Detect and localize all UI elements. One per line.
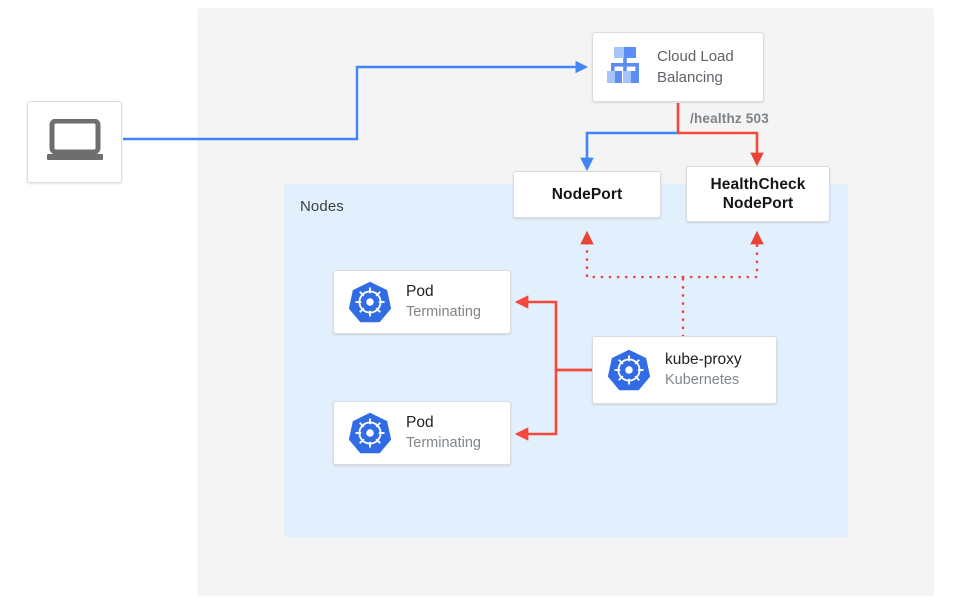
pod-text-2: Pod Terminating: [406, 413, 481, 453]
kubernetes-icon: [607, 348, 651, 392]
pod-node-2[interactable]: Pod Terminating: [333, 401, 511, 465]
kube-proxy-node[interactable]: kube-proxy Kubernetes: [592, 336, 777, 404]
pod-title-2: Pod: [406, 414, 434, 431]
kube-proxy-subtitle: Kubernetes: [665, 372, 740, 388]
pod-status-2: Terminating: [406, 435, 481, 451]
client-node[interactable]: [27, 101, 122, 183]
kube-proxy-text: kube-proxy Kubernetes: [665, 350, 742, 390]
pod-title-1: Pod: [406, 283, 434, 300]
kube-proxy-title: kube-proxy: [665, 351, 742, 368]
pod-node-1[interactable]: Pod Terminating: [333, 270, 511, 334]
kubernetes-icon: [348, 280, 392, 324]
nodes-region-label: Nodes: [300, 198, 344, 215]
pod-text-1: Pod Terminating: [406, 282, 481, 322]
cloud-load-balancing-label: Cloud Load Balancing: [657, 48, 734, 86]
healthz-edge-label: /healthz 503: [690, 111, 769, 126]
kubernetes-icon: [348, 411, 392, 455]
cloud-load-balancing-icon: [603, 44, 647, 91]
healthcheck-nodeport-label: HealthCheck NodePort: [710, 176, 806, 212]
nodeport-label: NodePort: [551, 186, 623, 203]
healthcheck-nodeport-node[interactable]: HealthCheck NodePort: [686, 166, 830, 222]
cloud-load-balancing-node[interactable]: Cloud Load Balancing: [592, 32, 764, 102]
nodeport-node[interactable]: NodePort: [513, 171, 661, 218]
laptop-icon: [46, 118, 104, 166]
pod-status-1: Terminating: [406, 304, 481, 320]
